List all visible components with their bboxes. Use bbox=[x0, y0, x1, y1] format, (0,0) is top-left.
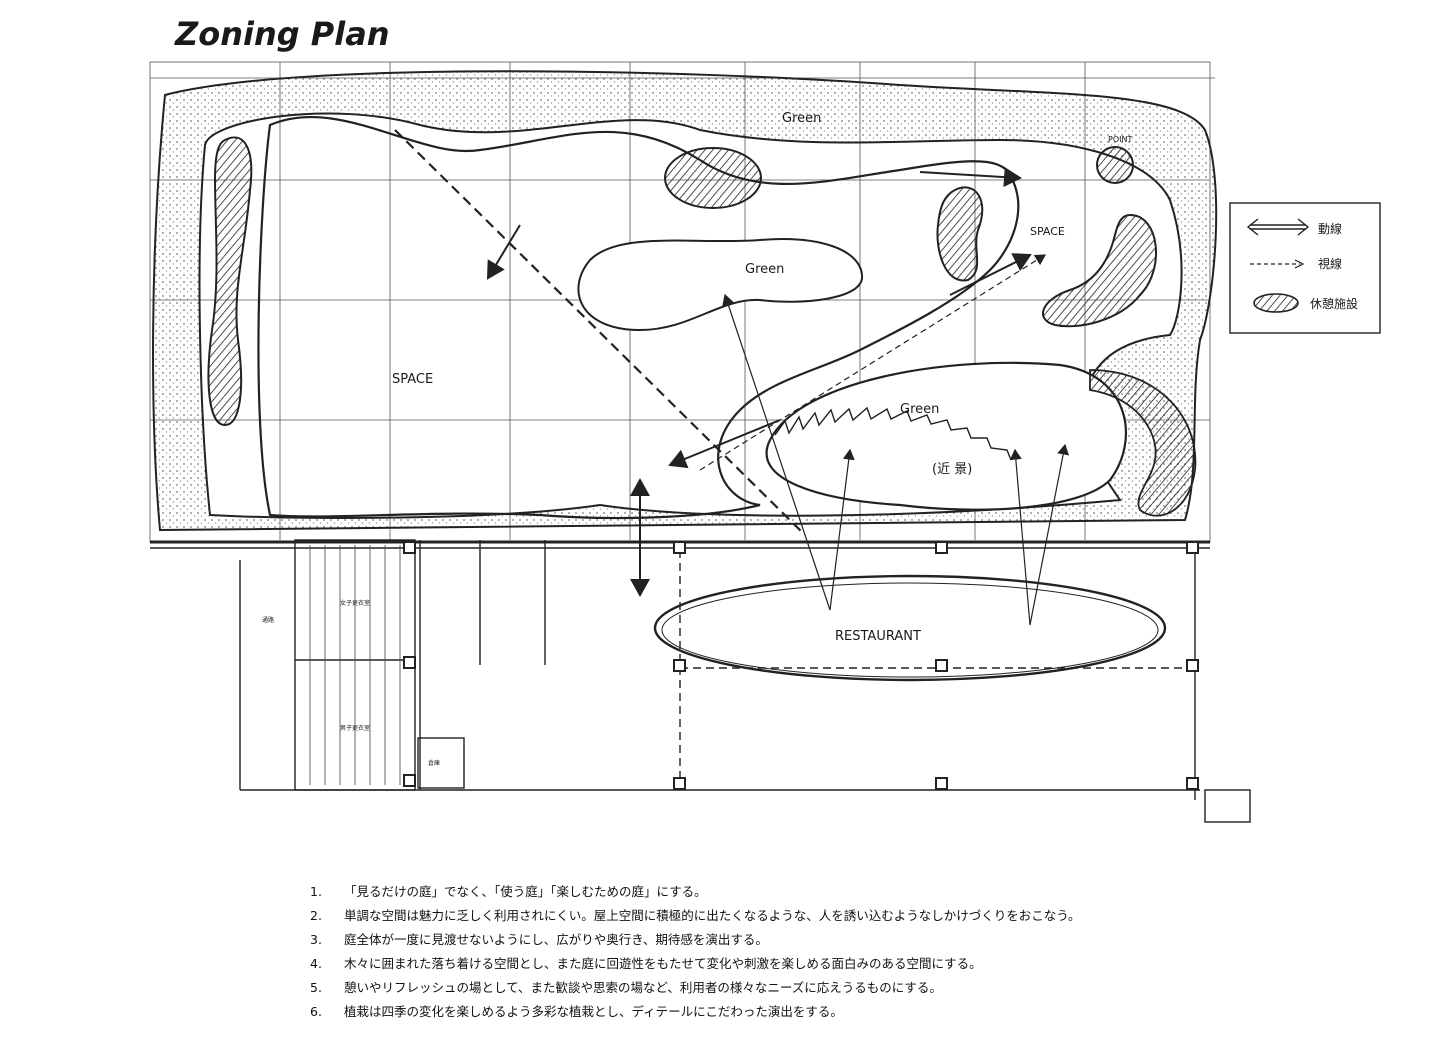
label-space-main: SPACE bbox=[392, 372, 433, 387]
green-lawn-center bbox=[577, 238, 864, 332]
rest-facility-right-arc bbox=[1089, 369, 1197, 517]
rest-facility-right-a bbox=[936, 186, 984, 282]
note-item: 1.「見るだけの庭」でなく、「使う庭」「楽しむための庭」にする。 bbox=[310, 884, 707, 899]
rest-facility-top bbox=[664, 147, 762, 209]
label-near-view: (近 景) bbox=[932, 462, 972, 477]
legend-flow-line-label: 動線 bbox=[1318, 221, 1342, 236]
flow-arrows bbox=[486, 167, 1032, 597]
circulation-path bbox=[257, 115, 1020, 520]
note-item: 5.憩いやリフレッシュの場として、また歓談や思索の場など、利用者の様々なニーズに… bbox=[310, 980, 942, 995]
sight-line-diagonal bbox=[394, 129, 806, 536]
stall-lines bbox=[309, 545, 401, 785]
design-notes: 1.「見るだけの庭」でなく、「使う庭」「楽しむための庭」にする。 2.単調な空間… bbox=[310, 880, 1310, 1024]
label-restaurant: RESTAURANT bbox=[835, 629, 921, 644]
sight-lines bbox=[699, 254, 1070, 626]
label-green-top: Green bbox=[782, 111, 821, 126]
note-item: 6.植栽は四季の変化を楽しめるよう多彩な植栽とし、ディテールにこだわった演出をす… bbox=[310, 1004, 843, 1019]
legend-rest-facility-label: 休憩施設 bbox=[1310, 296, 1358, 311]
legend-sight-line-label: 視線 bbox=[1318, 256, 1342, 271]
point-label: POINT bbox=[1108, 135, 1132, 144]
rest-facility-right-b bbox=[1042, 213, 1157, 328]
green-near-view bbox=[765, 361, 1128, 511]
rest-facility-left bbox=[207, 136, 253, 427]
columns bbox=[403, 541, 1199, 790]
legend-flow-line-icon bbox=[1246, 218, 1310, 236]
legend-rest-facility-icon bbox=[1253, 293, 1299, 313]
note-item: 4.木々に囲まれた落ち着ける空間とし、また庭に回遊性をもたせて変化や刺激を楽しめ… bbox=[310, 956, 982, 971]
zigzag-planting bbox=[774, 406, 1012, 461]
label-room-3: 倉庫 bbox=[428, 759, 440, 767]
note-item: 2.単調な空間は魅力に乏しく利用されにくい。屋上空間に積極的に出たくなるような、… bbox=[310, 908, 1081, 923]
label-space-right: SPACE bbox=[1030, 225, 1065, 238]
point-marker bbox=[1096, 146, 1134, 184]
perimeter-planting bbox=[152, 70, 1218, 532]
label-room-1: 女子更衣室 bbox=[340, 599, 370, 607]
restaurant-zone bbox=[653, 574, 1167, 682]
label-green-lower: Green bbox=[900, 402, 939, 417]
label-room-4: 通路 bbox=[262, 616, 274, 624]
plan-title: Zoning Plan bbox=[174, 15, 390, 53]
building-plan bbox=[150, 539, 1251, 823]
legend: 動線 視線 休憩施設 bbox=[1229, 202, 1381, 334]
legend-sight-line-icon bbox=[1250, 259, 1305, 269]
label-green-center: Green bbox=[745, 262, 784, 277]
label-room-2: 男子更衣室 bbox=[340, 724, 370, 732]
note-item: 3.庭全体が一度に見渡せないようにし、広がりや奥行き、期待感を演出する。 bbox=[310, 932, 768, 947]
